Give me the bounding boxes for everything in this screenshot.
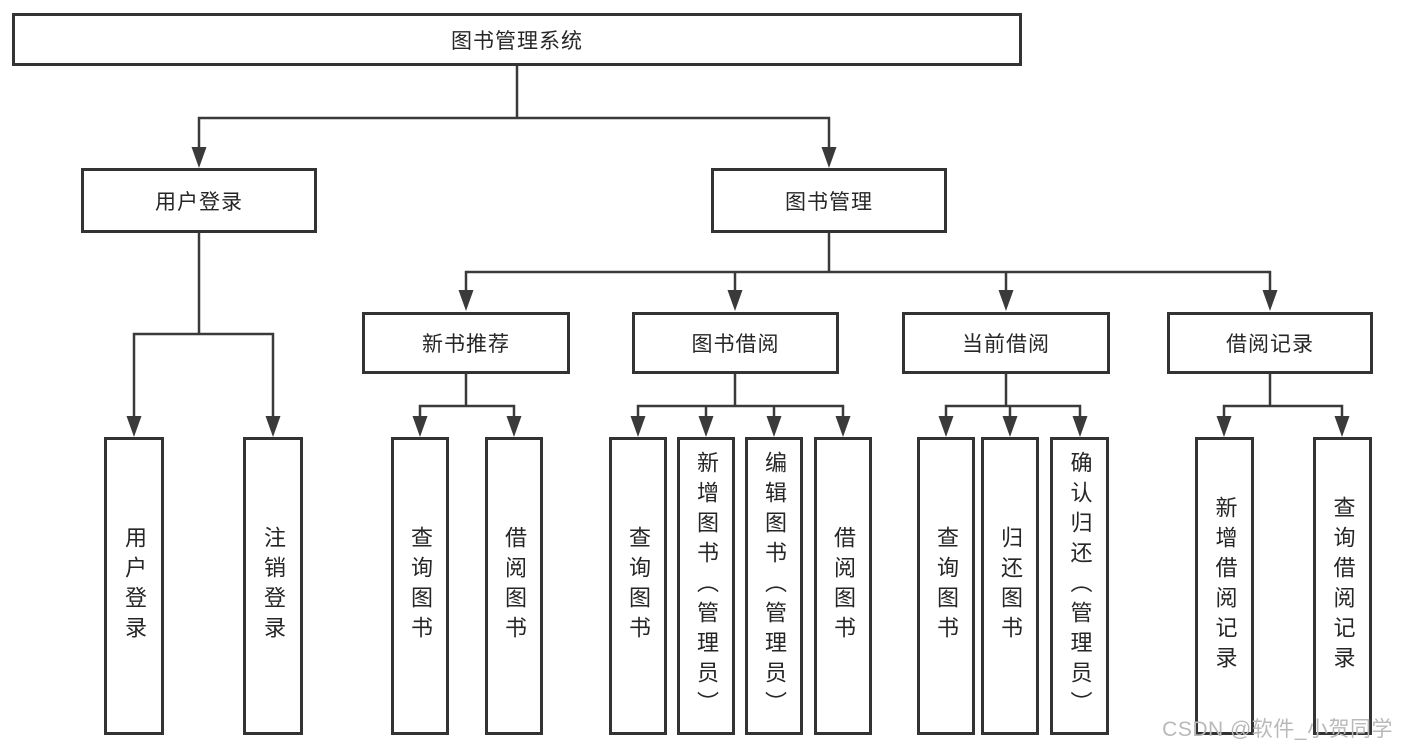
arrow-icon <box>265 416 281 437</box>
bar-borrow-records-children <box>1222 404 1344 419</box>
leaf-label: 编辑图书（管理员） <box>762 451 787 721</box>
arrow-icon <box>835 416 851 437</box>
arrow-icon <box>1262 290 1278 311</box>
arrowheads <box>126 147 1350 437</box>
leaf-user-login: 用户登录 <box>104 437 164 735</box>
arrow-icon <box>630 416 646 437</box>
leaf-label: 查询借阅记录 <box>1330 496 1356 676</box>
node-book-borrow: 图书借阅 <box>632 312 839 374</box>
leaf-confirm-return-admin: 确认归还（管理员） <box>1050 437 1109 735</box>
node-user-login: 用户登录 <box>81 168 317 233</box>
bar-new-book-children <box>418 404 516 419</box>
arrow-icon <box>1216 416 1232 437</box>
arrow-icon <box>821 147 837 168</box>
node-current-borrow: 当前借阅 <box>902 312 1110 374</box>
arrow-icon <box>766 416 782 437</box>
leaf-label: 新增图书（管理员） <box>694 451 719 721</box>
leaf-label: 确认归还（管理员） <box>1067 451 1093 721</box>
leaf-logout: 注销登录 <box>243 437 303 735</box>
node-root: 图书管理系统 <box>12 13 1022 66</box>
arrow-icon <box>412 416 428 437</box>
leaf-borrow-books-2: 借阅图书 <box>814 437 872 735</box>
node-new-book-recommend: 新书推荐 <box>362 312 570 374</box>
leaf-query-books-2: 查询图书 <box>609 437 667 735</box>
bar-level3 <box>464 270 1272 293</box>
leaf-borrow-books-1: 借阅图书 <box>485 437 543 735</box>
leaf-label: 归还图书 <box>998 526 1023 646</box>
arrow-icon <box>938 416 954 437</box>
bar-current-borrow-children <box>944 404 1082 419</box>
leaf-return-book: 归还图书 <box>981 437 1039 735</box>
leaf-query-books-3: 查询图书 <box>917 437 975 735</box>
leaf-query-borrow-record: 查询借阅记录 <box>1313 437 1372 735</box>
leaf-label: 查询图书 <box>408 526 433 646</box>
arrow-icon <box>126 416 142 437</box>
leaf-label: 查询图书 <box>934 526 959 646</box>
arrow-icon <box>458 290 474 311</box>
arrow-icon <box>698 416 714 437</box>
leaf-add-book-admin: 新增图书（管理员） <box>677 437 735 735</box>
leaf-label: 用户登录 <box>122 526 147 646</box>
bar-user-login-children <box>132 332 275 419</box>
leaf-label: 新增借阅记录 <box>1212 496 1238 676</box>
leaf-label: 注销登录 <box>261 526 286 646</box>
leaf-query-books-1: 查询图书 <box>391 437 449 735</box>
node-book-management: 图书管理 <box>711 168 947 233</box>
leaf-label: 查询图书 <box>626 526 651 646</box>
bar-book-borrow-children <box>636 404 845 419</box>
arrow-icon <box>191 147 207 168</box>
leaf-add-borrow-record: 新增借阅记录 <box>1195 437 1254 735</box>
arrow-icon <box>998 290 1014 311</box>
arrow-icon <box>1334 416 1350 437</box>
node-borrow-records: 借阅记录 <box>1167 312 1373 374</box>
watermark: CSDN @软件_小贺同学 <box>1162 718 1393 741</box>
arrow-icon <box>506 416 522 437</box>
leaf-edit-book-admin: 编辑图书（管理员） <box>745 437 803 735</box>
arrow-icon <box>1002 416 1018 437</box>
arrow-icon <box>727 290 743 311</box>
arrow-icon <box>1072 416 1088 437</box>
leaf-label: 借阅图书 <box>831 526 856 646</box>
leaf-label: 借阅图书 <box>502 526 527 646</box>
bar-level2 <box>197 116 831 150</box>
